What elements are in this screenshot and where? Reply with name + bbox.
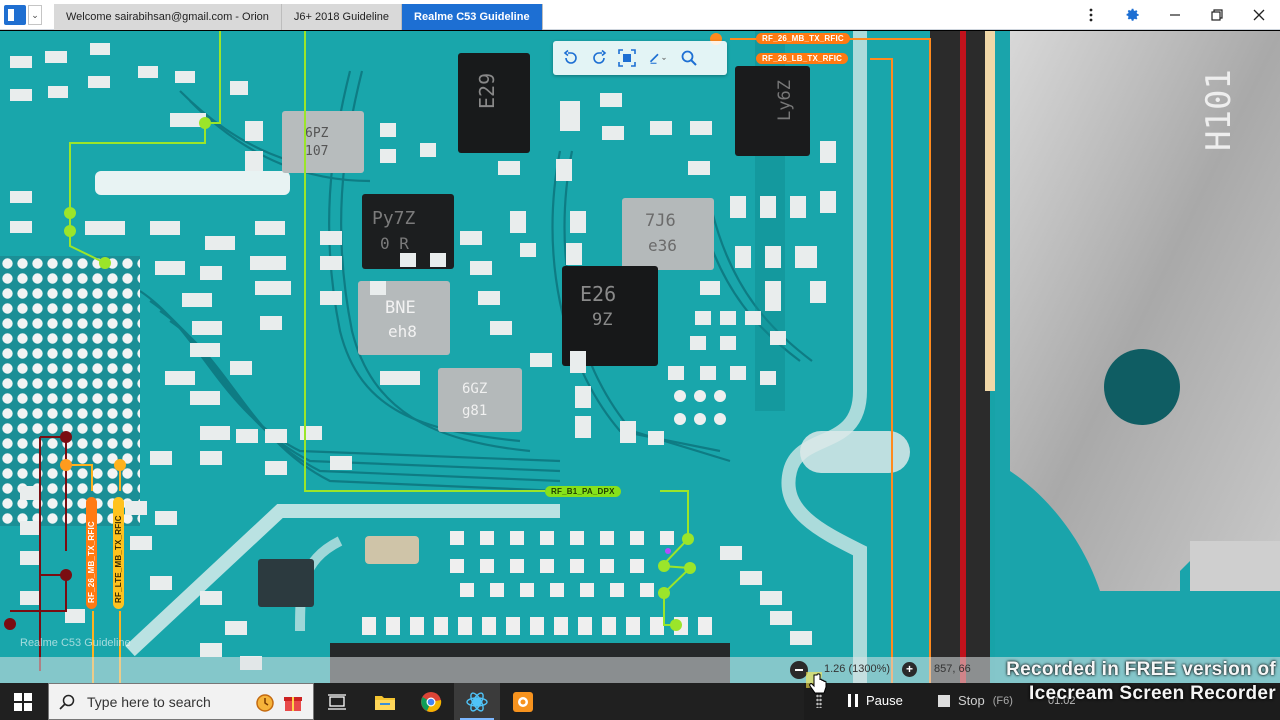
- search-placeholder: Type here to search: [87, 693, 211, 710]
- pcb-image: H101 6PZ 107 E29 Py7Z 0 R 7J6 e36 BNE eh…: [0, 31, 1280, 683]
- stop-recording-button[interactable]: Stop (F6): [938, 693, 1013, 708]
- pause-recording-button[interactable]: Pause: [848, 693, 903, 708]
- window-controls: [1070, 0, 1280, 30]
- rotate-left-button[interactable]: [559, 46, 583, 70]
- orion-app-button[interactable]: [454, 683, 500, 720]
- chip-marking: 107: [305, 144, 328, 159]
- windows-logo-icon: [14, 692, 32, 711]
- search-highlight-decoration: [253, 690, 305, 714]
- watermark-line-2: Icecream Screen Recorder: [1029, 683, 1276, 704]
- tab-strip: Welcome sairabihsan@gmail.com - Orion J6…: [54, 4, 543, 30]
- tab-welcome[interactable]: Welcome sairabihsan@gmail.com - Orion: [54, 4, 282, 30]
- chip-marking: 0 R: [380, 234, 409, 253]
- watermark-line-1: Recorded in FREE version of: [1006, 659, 1276, 680]
- stop-shortcut: (F6): [992, 694, 1013, 707]
- chip-marking: E26: [580, 282, 616, 306]
- task-view-button[interactable]: [314, 683, 360, 720]
- chip-marking: E29: [475, 73, 499, 109]
- viewer-status-bar: 1.26 (1300%) + 857, 66: [0, 657, 1280, 683]
- chrome-button[interactable]: [408, 683, 454, 720]
- highlight-pen-icon: [649, 53, 666, 64]
- net-label-rf-26-lb-tx-rfic[interactable]: RF_26_LB_TX_RFIC: [756, 53, 849, 64]
- fit-screen-button[interactable]: [615, 46, 639, 70]
- drag-handle[interactable]: [816, 694, 822, 708]
- app-logo-icon: [4, 5, 26, 25]
- rotate-right-icon: [593, 49, 607, 64]
- chip-marking: g81: [462, 403, 487, 419]
- chip-marking: 6GZ: [462, 381, 487, 397]
- net-label-rf-lte-mb-tx-rfic[interactable]: RF_LTE_MB_TX_RFIC: [113, 497, 124, 609]
- alarm-clock-icon: [256, 694, 274, 712]
- settings-gear-icon[interactable]: [1112, 0, 1154, 30]
- more-options-icon[interactable]: [1070, 0, 1112, 30]
- rotate-right-button[interactable]: [587, 46, 611, 70]
- chip-marking: Ly6Z: [775, 80, 795, 121]
- zoom-level: 1.26 (1300%): [824, 663, 891, 675]
- taskbar-search-box[interactable]: Type here to search: [48, 683, 314, 720]
- rotate-left-icon: [563, 49, 577, 64]
- app-menu-button[interactable]: ⌄: [4, 4, 44, 26]
- file-explorer-button[interactable]: [362, 683, 408, 720]
- board-viewer[interactable]: H101 6PZ 107 E29 Py7Z 0 R 7J6 e36 BNE eh…: [0, 31, 1280, 683]
- chrome-icon: [421, 691, 442, 712]
- view-toolbar: [553, 41, 727, 75]
- orion-app-icon: [466, 691, 488, 712]
- tab-realme-c53-guideline[interactable]: Realme C53 Guideline: [402, 4, 543, 30]
- tab-j6-guideline[interactable]: J6+ 2018 Guideline: [281, 4, 403, 30]
- chip-marking: BNE: [385, 298, 416, 318]
- restore-icon[interactable]: [1196, 0, 1238, 30]
- gift-icon: [284, 697, 302, 711]
- chip-marking: Py7Z: [372, 208, 416, 229]
- net-label-rf-26-mb-tx-rfic[interactable]: RF_26_MB_TX_RFIC: [756, 33, 850, 44]
- chevron-down-icon[interactable]: ⌄: [28, 5, 42, 25]
- close-icon[interactable]: [1238, 0, 1280, 30]
- zoom-in-button[interactable]: +: [902, 662, 917, 677]
- chip-marking: 9Z: [592, 310, 612, 330]
- task-view-icon: [328, 693, 346, 710]
- hand-cursor-icon: [794, 660, 827, 694]
- stop-icon: [938, 694, 950, 707]
- search-icon: [59, 694, 75, 710]
- cursor-coordinates: 857, 66: [934, 663, 971, 675]
- ic-chips: 6PZ 107 E29 Py7Z 0 R 7J6 e36 BNE eh8 E26…: [258, 53, 810, 607]
- folder-icon: [375, 695, 395, 710]
- search-icon: [681, 50, 697, 66]
- start-button[interactable]: [0, 683, 46, 720]
- search-button[interactable]: [677, 46, 701, 70]
- pause-icon: [848, 694, 858, 707]
- net-label-rf-26-mb-tx-rfic-left[interactable]: RF_26_MB_TX_RFIC: [86, 497, 97, 609]
- zoom-out-button[interactable]: [790, 661, 808, 679]
- windows-taskbar: Type here to search Pause Stop (F6) 01:0…: [0, 683, 1280, 720]
- chip-marking: 7J6: [645, 211, 676, 231]
- highlight-tool-button[interactable]: [643, 46, 673, 70]
- shield-marking: H101: [1199, 69, 1239, 151]
- connector-pads: [362, 390, 726, 635]
- pause-label: Pause: [866, 693, 903, 708]
- chip-marking: eh8: [388, 322, 417, 341]
- recorder-app-icon: [513, 691, 533, 712]
- recorder-watermark: Recorded in FREE version of Icecream Scr…: [976, 658, 1276, 706]
- recorder-control-panel: Pause Stop (F6) 01:02: [804, 683, 1280, 720]
- fit-screen-icon: [618, 49, 636, 67]
- document-watermark-label: Realme C53 Guideline: [20, 637, 131, 649]
- recording-elapsed-time: 01:02: [1048, 695, 1076, 707]
- chip-marking: 6PZ: [305, 126, 329, 141]
- icecream-recorder-button[interactable]: [500, 683, 546, 720]
- stop-label: Stop: [958, 693, 985, 708]
- minimize-icon[interactable]: [1154, 0, 1196, 30]
- title-bar: ⌄ Welcome sairabihsan@gmail.com - Orion …: [0, 0, 1280, 30]
- chip-marking: e36: [648, 236, 677, 255]
- cursor-highlight: [794, 660, 834, 705]
- net-label-rf-b1-pa-dpx[interactable]: RF_B1_PA_DPX: [545, 486, 621, 497]
- net-nodes: [4, 33, 722, 631]
